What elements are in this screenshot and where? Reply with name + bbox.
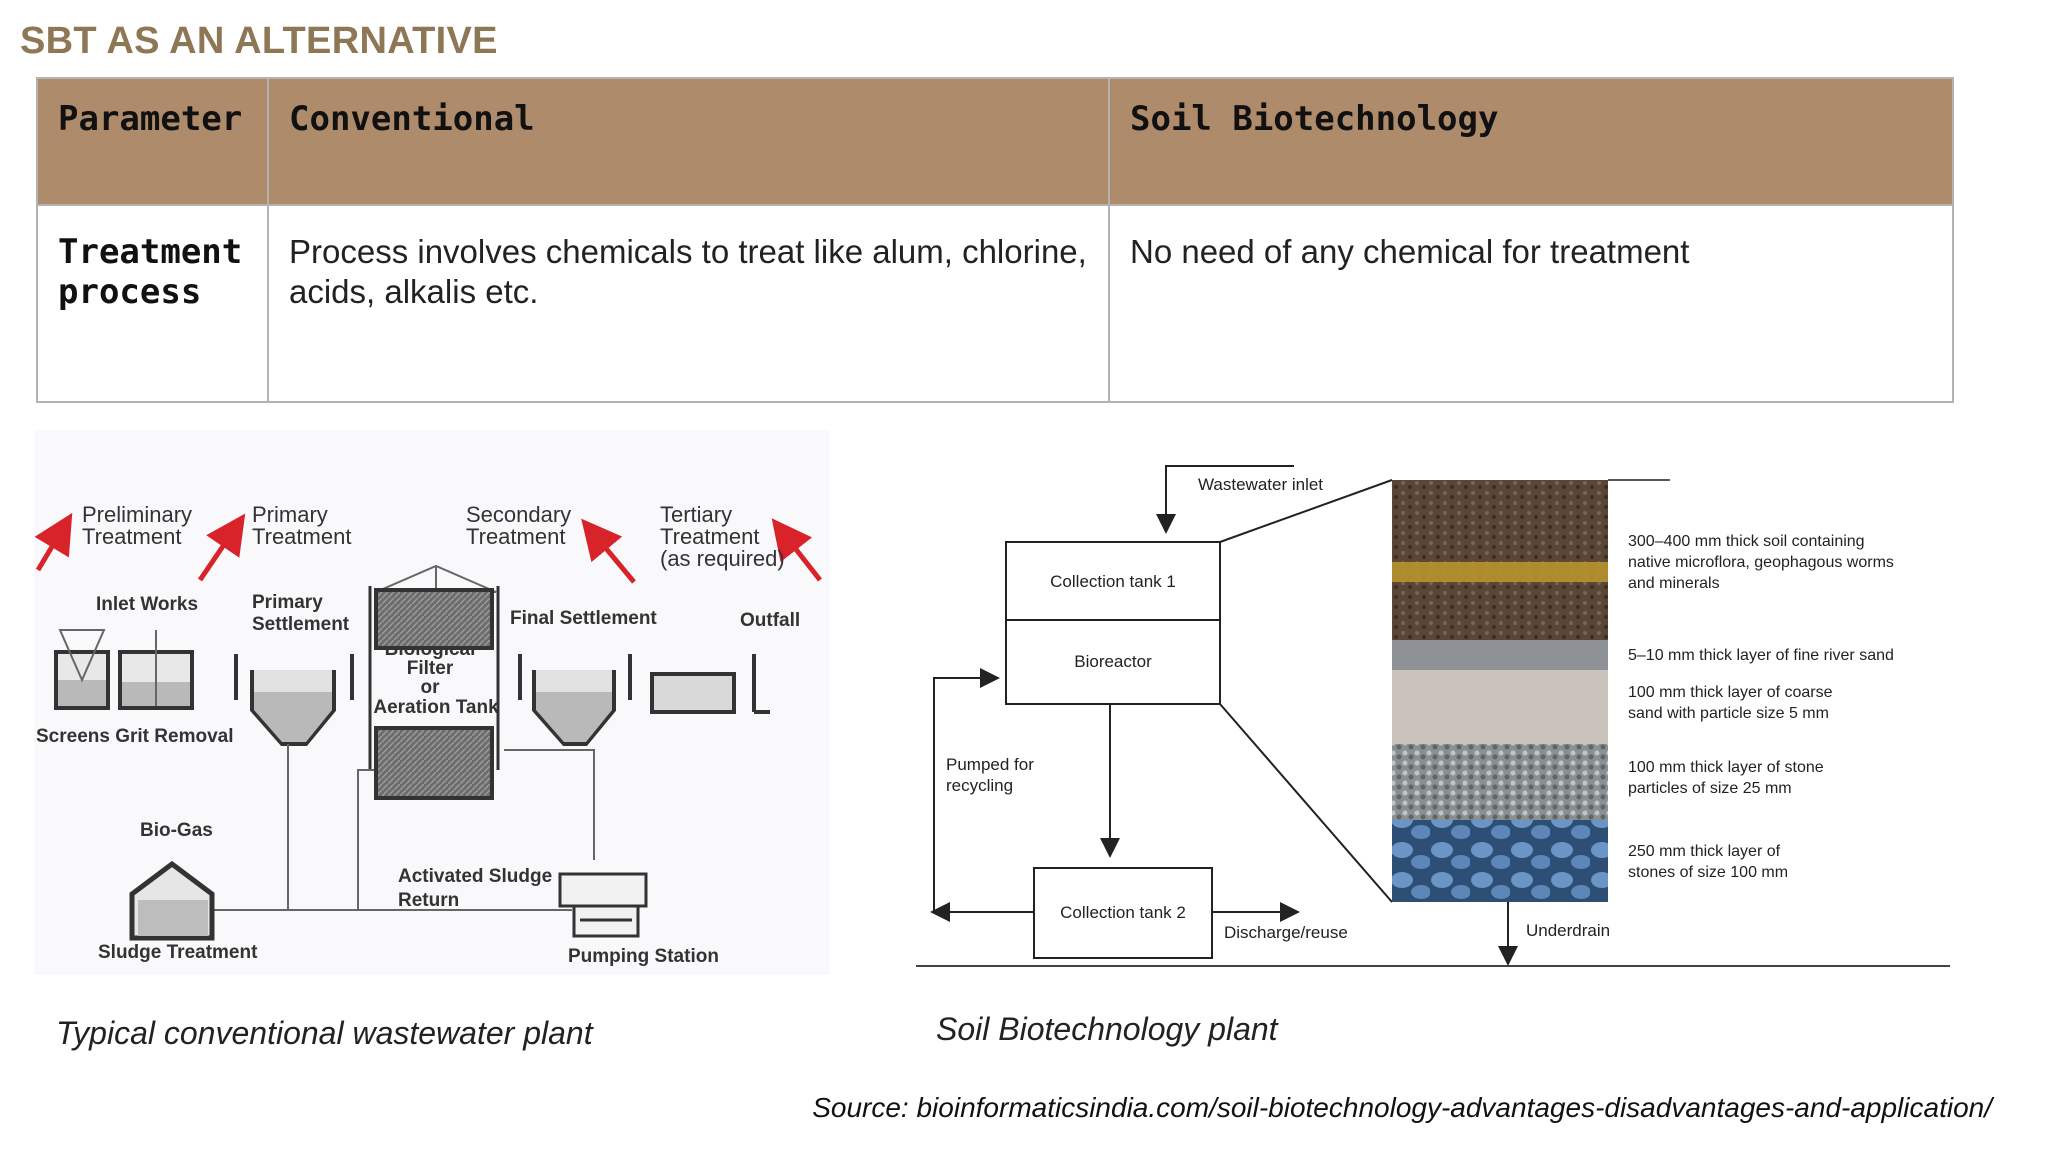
outfall-tank bbox=[652, 654, 770, 712]
source-citation: Source: bioinformaticsindia.com/soil-bio… bbox=[812, 1092, 1992, 1124]
cell-conventional: Process involves chemicals to treat like… bbox=[268, 205, 1109, 402]
recycle-arrow-icon bbox=[934, 678, 1034, 912]
label-underdrain: Underdrain bbox=[1526, 921, 1610, 940]
svg-text:Bioreactor: Bioreactor bbox=[1074, 652, 1152, 671]
label-wastewater-inlet: Wastewater inlet bbox=[1198, 475, 1323, 494]
label-biogas: Bio-Gas bbox=[140, 820, 213, 841]
pumping-station bbox=[560, 874, 646, 936]
cell-parameter: Treatment process bbox=[37, 205, 268, 402]
caption-conventional: Typical conventional wastewater plant bbox=[56, 1015, 593, 1052]
label-discharge: Discharge/reuse bbox=[1224, 923, 1348, 942]
cell-sbt: No need of any chemical for treatment bbox=[1109, 205, 1953, 402]
svg-text:Collection tank 1: Collection tank 1 bbox=[1050, 572, 1176, 591]
primary-settlement-tank bbox=[236, 654, 352, 744]
sbt-plant-diagram: Wastewater inlet Collection tank 1 Biore… bbox=[910, 450, 1960, 980]
slide-title: SBT AS AN ALTERNATIVE bbox=[20, 20, 498, 63]
label-final-settlement: Final Settlement bbox=[510, 608, 657, 629]
stage-arrow-icon bbox=[200, 530, 234, 580]
inlet-works-tanks bbox=[56, 630, 192, 708]
stage-arrow-icon bbox=[38, 530, 62, 570]
header-conventional: Conventional bbox=[268, 78, 1109, 205]
table-header-row: Parameter Conventional Soil Biotechnolog… bbox=[37, 78, 1953, 205]
label-inlet-works: Inlet Works bbox=[96, 594, 198, 615]
stage-arrow-icon bbox=[594, 534, 634, 582]
caption-sbt: Soil Biotechnology plant bbox=[936, 1011, 1278, 1048]
table-row: Treatment process Process involves chemi… bbox=[37, 205, 1953, 402]
label-biological-filter: BiologicalFilterorAeration Tank bbox=[373, 639, 499, 718]
label-pumping-station: Pumping Station bbox=[568, 946, 719, 967]
comparison-table: Parameter Conventional Soil Biotechnolog… bbox=[36, 77, 1954, 403]
final-settlement-tank bbox=[520, 654, 630, 744]
label-outfall: Outfall bbox=[740, 610, 800, 631]
header-parameter: Parameter bbox=[37, 78, 268, 205]
label-screens: Screens Grit Removal bbox=[36, 726, 233, 747]
header-sbt: Soil Biotechnology bbox=[1109, 78, 1953, 205]
stage-arrow-icon bbox=[784, 534, 820, 580]
svg-text:Collection tank 2: Collection tank 2 bbox=[1060, 903, 1186, 922]
sludge-digester bbox=[132, 864, 212, 938]
label-sludge-treatment: Sludge Treatment bbox=[98, 942, 258, 963]
layer-desc-fine-sand: 5–10 mm thick layer of fine river sand bbox=[1628, 647, 1894, 664]
